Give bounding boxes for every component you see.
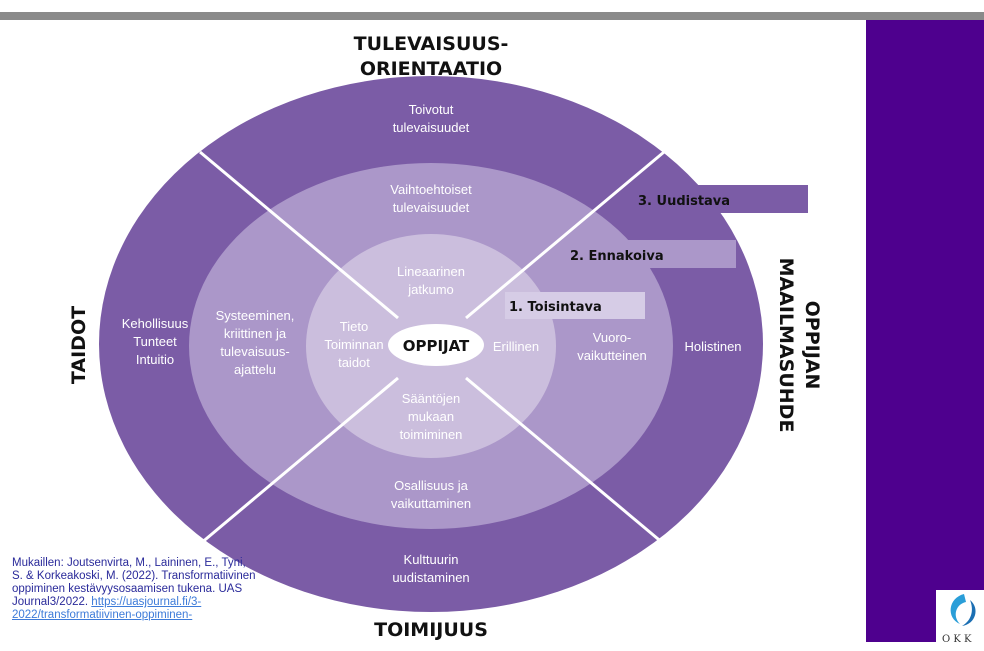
okk-logo-text: O K K — [942, 634, 972, 645]
inner-bottom-line2: mukaan — [408, 409, 454, 424]
heading-right-line1: OPPIJAN — [801, 301, 823, 390]
level2-band — [566, 240, 736, 268]
center-label: OPPIJAT — [403, 337, 470, 355]
inner-bottom-line3: toimiminen — [400, 427, 463, 442]
outer-right: Holistinen — [684, 339, 741, 354]
middle-left-line4: ajattelu — [234, 362, 276, 377]
inner-left-line2: Toiminnan — [324, 337, 383, 352]
outer-top-line1: Toivotut — [409, 102, 454, 117]
inner-top-line1: Lineaarinen — [397, 264, 465, 279]
purple-side-panel — [866, 20, 984, 642]
middle-ring-labels: Vaihtoehtoiset tulevaisuudet Systeeminen… — [216, 182, 647, 511]
inner-left-line1: Tieto — [340, 319, 368, 334]
middle-bottom-line2: vaikuttaminen — [391, 496, 471, 511]
level1-band — [505, 292, 645, 319]
level3-label: 3. Uudistava — [638, 194, 730, 209]
inner-top-line2: jatkumo — [407, 282, 454, 297]
outer-left-line2: Tunteet — [133, 334, 177, 349]
heading-top-line1: TULEVAISUUS- — [354, 33, 509, 55]
citation: Mukaillen: Joutsenvirta, M., Laininen, E… — [12, 557, 258, 622]
level1-label: 1. Toisintava — [509, 300, 602, 315]
citation-link[interactable]: https://uasjournal.fi/3-2022/transformat… — [12, 596, 202, 621]
outer-bottom-line1: Kulttuurin — [404, 552, 459, 567]
outer-bottom-line2: uudistaminen — [392, 570, 469, 585]
inner-right: Erillinen — [493, 339, 539, 354]
citation-text: Mukaillen: Joutsenvirta, M., Laininen, E… — [12, 557, 256, 608]
heading-bottom: TOIMIJUUS — [374, 619, 488, 641]
outer-left-line1: Kehollisuus — [122, 316, 189, 331]
okk-logo-mark: O K K — [942, 594, 976, 645]
heading-left: TAIDOT — [68, 306, 90, 384]
inner-ring-labels: Lineaarinen jatkumo Tieto Toiminnan taid… — [324, 264, 539, 442]
okk-logo: O K K — [936, 590, 984, 646]
middle-right-line1: Vuoro- — [593, 330, 632, 345]
heading-right-line2: MAAILMASUHDE — [775, 258, 797, 433]
middle-bottom-line1: Osallisuus ja — [394, 478, 468, 493]
middle-left-line1: Systeeminen, — [216, 308, 295, 323]
inner-left-line3: taidot — [338, 355, 370, 370]
middle-top-line2: tulevaisuudet — [393, 200, 470, 215]
outer-ring-labels: Toivotut tulevaisuudet Kehollisuus Tunte… — [122, 102, 742, 585]
level3-band — [634, 185, 808, 213]
middle-right-line2: vaikutteinen — [577, 348, 646, 363]
level2-label: 2. Ennakoiva — [570, 249, 664, 264]
heading-top-line2: ORIENTAATIO — [360, 58, 502, 80]
outer-left-line3: Intuitio — [136, 352, 174, 367]
inner-bottom-line1: Sääntöjen — [402, 391, 461, 406]
middle-left-line2: kriittinen ja — [224, 326, 287, 341]
quadrant-dividers — [199, 150, 665, 546]
middle-top-line1: Vaihtoehtoiset — [390, 182, 472, 197]
center-ellipse — [388, 324, 484, 366]
middle-left-line3: tulevaisuus- — [220, 344, 289, 359]
outer-top-line2: tulevaisuudet — [393, 120, 470, 135]
top-divider-bar — [0, 12, 984, 20]
